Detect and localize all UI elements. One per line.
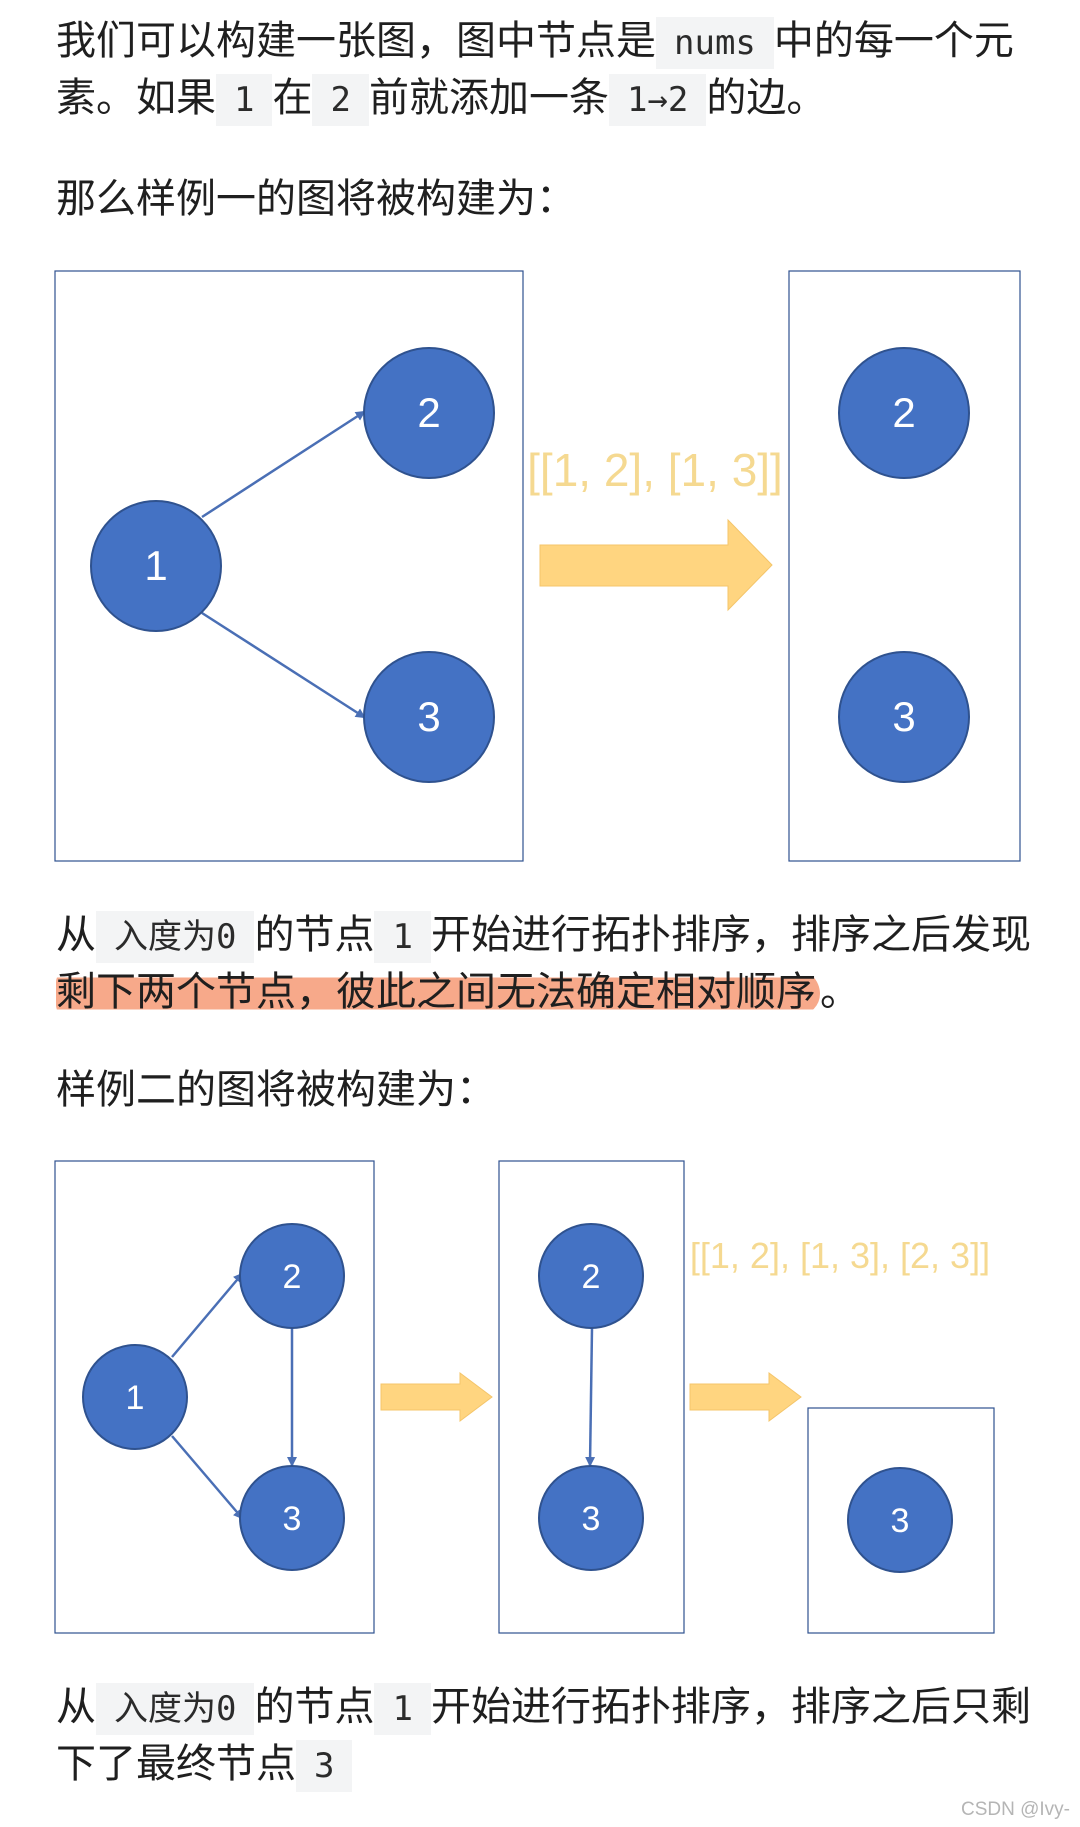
code-node: 1 xyxy=(374,911,431,963)
explain2-text-2: 的节点 xyxy=(254,1684,375,1730)
node-3 xyxy=(363,651,495,783)
intro-text-5: 的边。 xyxy=(706,75,827,121)
intro-text-3: 在 xyxy=(272,75,313,121)
intro-text-1: 我们可以构建一张图，图中节点是 xyxy=(56,18,656,64)
node-2-c-label: 2 xyxy=(582,1258,601,1296)
node-2-b xyxy=(239,1223,345,1329)
code-b: 2 xyxy=(312,74,369,126)
code-nums: nums xyxy=(656,17,774,69)
example2-heading: 样例二的图将被构建为： xyxy=(56,1067,496,1113)
explain2-text-3: 开始进行拓扑排序，排序之后只剩下了最终节点 xyxy=(56,1684,1031,1787)
node-1-b xyxy=(82,1344,188,1450)
node-3-label: 3 xyxy=(417,693,440,740)
node-2 xyxy=(363,347,495,479)
result-node-3 xyxy=(838,651,970,783)
node-1-label: 1 xyxy=(144,542,167,589)
arrow-right-icon xyxy=(380,1372,493,1422)
node-2-label: 2 xyxy=(417,389,440,436)
explain1-text-3: 开始进行拓扑排序，排序之后发现 xyxy=(430,912,1031,958)
intro-text-2: 中的每一个元素。如果 xyxy=(56,18,1014,121)
explain2-text-1: 从 xyxy=(56,1684,96,1730)
result-node-3-label: 3 xyxy=(892,693,915,740)
edge-1-3 xyxy=(201,611,366,719)
explain1-text-1: 从 xyxy=(56,912,96,958)
result-node-2-label: 2 xyxy=(892,389,915,436)
result-node-2 xyxy=(838,347,970,479)
code-a: 1 xyxy=(216,74,273,126)
edge-1-3-b xyxy=(171,1435,244,1520)
code-indegree: 入度为0 xyxy=(96,1683,255,1735)
edge-1-2 xyxy=(201,410,366,519)
explain1-text-4: 。 xyxy=(820,969,860,1015)
node-3-b xyxy=(239,1465,345,1571)
example1-sequence: [[1, 2], [1, 3]] xyxy=(527,444,783,496)
intro-text-4: 前就添加一条 xyxy=(368,75,609,121)
node-3-b-label: 3 xyxy=(283,1500,302,1538)
example2-sequence: [[1, 2], [1, 3], [2, 3]] xyxy=(690,1235,990,1276)
highlighted-text: 剩下两个节点，彼此之间无法确定相对顺序 xyxy=(56,969,820,1015)
node-1 xyxy=(90,500,222,632)
arrow-right-icon xyxy=(539,518,773,612)
node-2-b-label: 2 xyxy=(283,1258,302,1296)
node-3-d-label: 3 xyxy=(891,1502,910,1540)
edge-1-2-b xyxy=(171,1272,244,1358)
node-1-b-label: 1 xyxy=(126,1379,145,1417)
node-2-c xyxy=(538,1223,644,1329)
code-indegree: 入度为0 xyxy=(96,911,255,963)
node-3-c-label: 3 xyxy=(582,1500,601,1538)
code-node: 1 xyxy=(374,1683,431,1735)
watermark: CSDN @Ivy- xyxy=(960,1799,1070,1820)
example1-heading: 那么样例一的图将被构建为： xyxy=(56,176,576,222)
code-last-node: 3 xyxy=(296,1740,353,1792)
explain1-text-2: 的节点 xyxy=(254,912,375,958)
arrow-right-icon xyxy=(689,1372,802,1422)
node-3-c xyxy=(538,1465,644,1571)
node-3-d xyxy=(847,1467,953,1573)
edge-2-3-c xyxy=(585,1327,596,1467)
code-edge: 1→2 xyxy=(608,74,707,126)
